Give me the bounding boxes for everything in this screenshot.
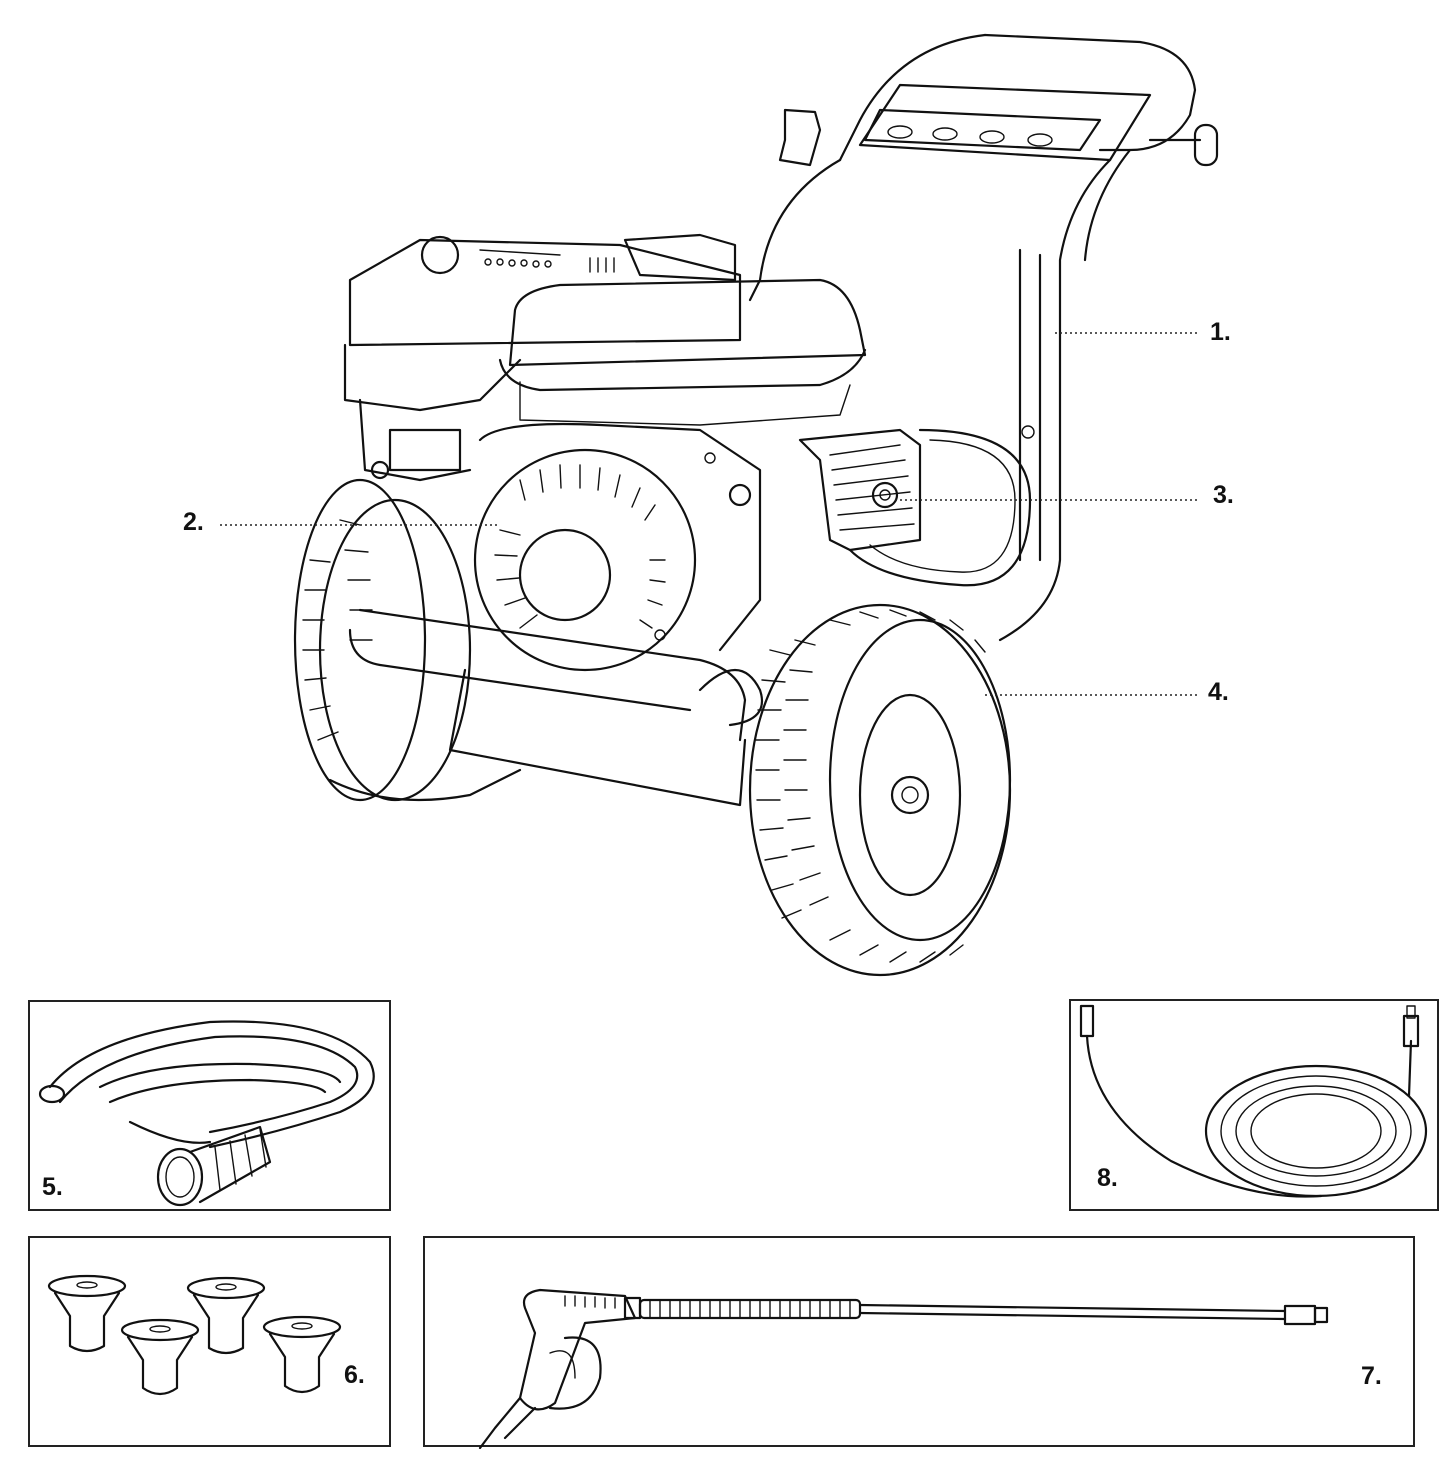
callout-1: 1. [1210, 318, 1231, 346]
callout-2: 2. [183, 508, 204, 536]
inlet-hose-filter-icon [38, 1020, 375, 1207]
frame-handle [748, 33, 1219, 642]
nozzle-tip [120, 1318, 200, 1396]
left-wheel [293, 478, 522, 802]
nozzle-tip [186, 1276, 266, 1355]
pump [798, 428, 1032, 587]
panel-high-pressure-hose: 8. [1069, 999, 1439, 1211]
callout-8: 8. [1097, 1164, 1118, 1192]
nozzle-tip [262, 1315, 342, 1394]
callout-6: 6. [344, 1361, 365, 1389]
spray-gun-wand-icon [478, 1288, 1329, 1449]
starter-vents [494, 464, 666, 629]
callout-7: 7. [1361, 1362, 1382, 1390]
high-pressure-hose-icon [1079, 1004, 1428, 1198]
nozzle-tip [47, 1274, 127, 1353]
panel-inlet-hose: 5. [28, 1000, 391, 1211]
nozzle-tips-icon [47, 1274, 342, 1396]
callout-3: 3. [1213, 481, 1234, 509]
right-wheel [748, 603, 1012, 977]
engine [343, 233, 867, 672]
callout-5: 5. [42, 1173, 63, 1201]
tread [755, 609, 986, 963]
panel-spray-gun: 7. [423, 1236, 1415, 1449]
base-frame [348, 608, 763, 807]
callout-4: 4. [1208, 678, 1229, 706]
panel-nozzle-tips: 6. [28, 1236, 391, 1447]
pressure-washer-illustration [220, 33, 1219, 977]
